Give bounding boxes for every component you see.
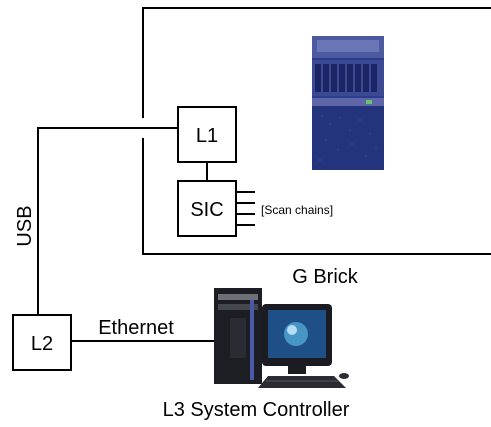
l1-label: L1 (196, 125, 218, 147)
usb-connection-line (37, 127, 178, 315)
brick-enclosure-lower (142, 138, 491, 255)
scan-chains-label: [Scan chains] (261, 203, 333, 217)
controller-label: L3 System Controller (163, 399, 350, 421)
server-icon (312, 36, 384, 170)
l1-node (177, 106, 237, 163)
usb-label: USB (14, 205, 36, 246)
l2-label: L2 (31, 333, 53, 355)
sic-node (177, 180, 237, 237)
sic-label: SIC (190, 199, 223, 221)
brick-label: G Brick (292, 266, 359, 288)
brick-enclosure (142, 7, 491, 118)
scan-chain-stubs (236, 191, 255, 226)
l2-node (12, 314, 72, 371)
ethernet-label: Ethernet (98, 317, 174, 339)
desktop-computer-icon (214, 288, 349, 388)
